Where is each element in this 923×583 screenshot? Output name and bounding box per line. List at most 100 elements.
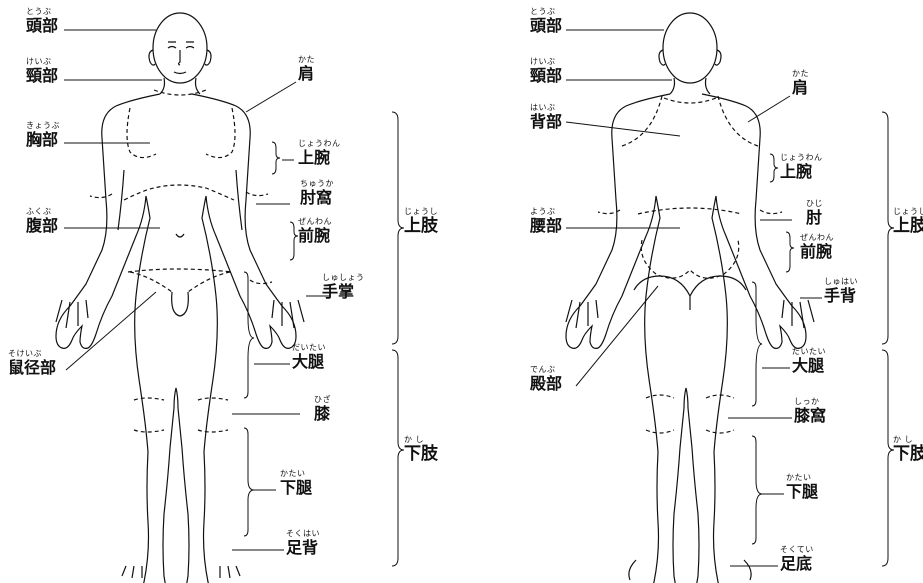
back-label-lower-limb: か し 下肢 — [893, 436, 923, 463]
front-navel — [176, 234, 184, 237]
front-mouth — [174, 72, 186, 74]
front-head-ruby: とうぶ — [26, 8, 58, 16]
front-nose — [179, 50, 181, 65]
front-neck — [160, 78, 200, 94]
back-label-lower-leg: かたい 下腿 — [786, 474, 818, 500]
front-label-forearm: ぜんわん 前腕 — [298, 218, 332, 244]
back-lower-leg-kanji: 下腿 — [786, 484, 818, 500]
front-abdomen-ruby: ふくぶ — [26, 208, 58, 216]
back-head-ruby: とうぶ — [530, 8, 562, 16]
back-region-borders — [598, 96, 782, 433]
front-label-chest: きょうぶ 胸部 — [26, 122, 60, 148]
front-knee-kanji: 膝 — [314, 406, 331, 422]
front-elbow-fossa-ruby: ちゅうか — [300, 180, 334, 188]
front-knee-ruby: ひざ — [314, 396, 331, 404]
back-figure — [566, 13, 814, 583]
front-groin-ruby: そけいぶ — [8, 350, 56, 358]
back-neck — [670, 78, 710, 94]
back-label-head: とうぶ 頭部 — [530, 8, 562, 34]
back-label-sole: そくてい 足底 — [780, 546, 814, 572]
back-label-shoulder: かた 肩 — [792, 70, 809, 96]
front-label-upper-limb: じょうし 上肢 — [404, 208, 438, 235]
back-thigh-ruby: だいたい — [792, 348, 826, 356]
back-right-fingers — [782, 300, 814, 328]
front-upper-limb-ruby: じょうし — [404, 208, 438, 216]
back-neck-ruby: けいぶ — [530, 58, 562, 66]
back-sole-ruby: そくてい — [780, 546, 814, 554]
front-label-lower-leg: かたい 下腿 — [280, 470, 312, 496]
front-label-knee: ひざ 膝 — [314, 396, 331, 422]
back-neck-kanji: 頸部 — [530, 68, 562, 84]
front-lower-limb-kanji: 下肢 — [404, 446, 438, 463]
front-palm-kanji: 手掌 — [322, 284, 365, 300]
front-dorsum-foot-kanji: 足背 — [286, 540, 320, 556]
front-label-neck: けいぶ 頸部 — [26, 58, 58, 84]
front-thigh-kanji: 大腿 — [292, 354, 326, 370]
back-forearm-ruby: ぜんわん — [800, 234, 834, 242]
front-label-elbow-fossa: ちゅうか 肘窩 — [300, 180, 334, 206]
front-right-fingers — [272, 300, 304, 328]
back-dorsum-hand-ruby: しゅはい — [824, 278, 858, 286]
back-label-lumbar: ようぶ 腰部 — [530, 208, 562, 234]
back-label-dorsum-hand: しゅはい 手背 — [824, 278, 858, 304]
front-neck-kanji: 頸部 — [26, 68, 58, 84]
back-label-forearm: ぜんわん 前腕 — [800, 234, 834, 260]
front-groin-kanji: 鼠径部 — [8, 360, 56, 376]
back-back-ruby: はいぶ — [530, 104, 562, 112]
back-back-kanji: 背部 — [530, 114, 562, 130]
front-region-borders — [90, 90, 272, 432]
back-elbow-kanji: 肘 — [806, 210, 823, 226]
front-label-thigh: だいたい 大腿 — [292, 344, 326, 370]
back-label-upper-limb: じょうし 上肢 — [893, 208, 923, 235]
front-forearm-ruby: ぜんわん — [298, 218, 332, 226]
back-head-kanji: 頭部 — [530, 18, 562, 34]
back-knee-fossa-kanji: 膝窩 — [794, 408, 826, 424]
back-label-knee-fossa: しっか 膝窩 — [794, 398, 826, 424]
front-lower-leg-kanji: 下腿 — [280, 480, 312, 496]
front-eyes — [168, 47, 194, 49]
front-label-shoulder: かた 肩 — [298, 56, 315, 82]
front-label-dorsum-foot: そくはい 足背 — [286, 530, 320, 556]
back-label-thigh: だいたい 大腿 — [792, 348, 826, 374]
back-label-back: はいぶ 背部 — [530, 104, 562, 130]
front-groin-shape — [172, 292, 189, 316]
back-upper-limb-ruby: じょうし — [893, 208, 923, 216]
back-dorsum-hand-kanji: 手背 — [824, 288, 858, 304]
front-elbow-fossa-kanji: 肘窩 — [300, 190, 334, 206]
back-upper-limb-kanji: 上肢 — [893, 218, 923, 235]
back-shoulder-ruby: かた — [792, 70, 809, 78]
front-head-kanji: 頭部 — [26, 18, 58, 34]
front-dorsum-foot-ruby: そくはい — [286, 530, 320, 538]
back-ears — [659, 50, 721, 65]
front-body-outline — [56, 94, 296, 583]
front-thigh-ruby: だいたい — [292, 344, 326, 352]
front-label-abdomen: ふくぶ 腹部 — [26, 208, 58, 234]
back-upper-arm-kanji: 上腕 — [780, 164, 823, 180]
back-label-buttock: でんぶ 殿部 — [530, 366, 562, 392]
back-forearm-kanji: 前腕 — [800, 244, 834, 260]
front-label-upper-arm: じょうわん 上腕 — [298, 140, 341, 166]
front-head-outline — [153, 13, 207, 83]
back-head-outline — [663, 13, 717, 83]
back-knee-fossa-ruby: しっか — [794, 398, 826, 406]
back-heels — [629, 560, 751, 580]
front-shoulder-kanji: 肩 — [298, 66, 315, 82]
back-upper-arm-ruby: じょうわん — [780, 154, 823, 162]
front-chest-kanji: 胸部 — [26, 132, 60, 148]
front-palm-ruby: しゅしょう — [322, 274, 365, 282]
back-lower-leg-ruby: かたい — [786, 474, 818, 482]
front-inner-arm-lines — [118, 170, 242, 230]
front-figure — [56, 13, 304, 583]
back-sole-kanji: 足底 — [780, 556, 814, 572]
front-label-head: とうぶ 頭部 — [26, 8, 58, 34]
front-label-lower-limb: か し 下肢 — [404, 436, 438, 463]
front-chest-ruby: きょうぶ — [26, 122, 60, 130]
front-toes — [122, 566, 240, 578]
back-lower-limb-kanji: 下肢 — [893, 446, 923, 463]
back-lower-limb-ruby: か し — [893, 436, 923, 444]
back-label-neck: けいぶ 頸部 — [530, 58, 562, 84]
front-label-groin: そけいぶ 鼠径部 — [8, 350, 56, 376]
back-label-elbow: ひじ 肘 — [806, 200, 823, 226]
